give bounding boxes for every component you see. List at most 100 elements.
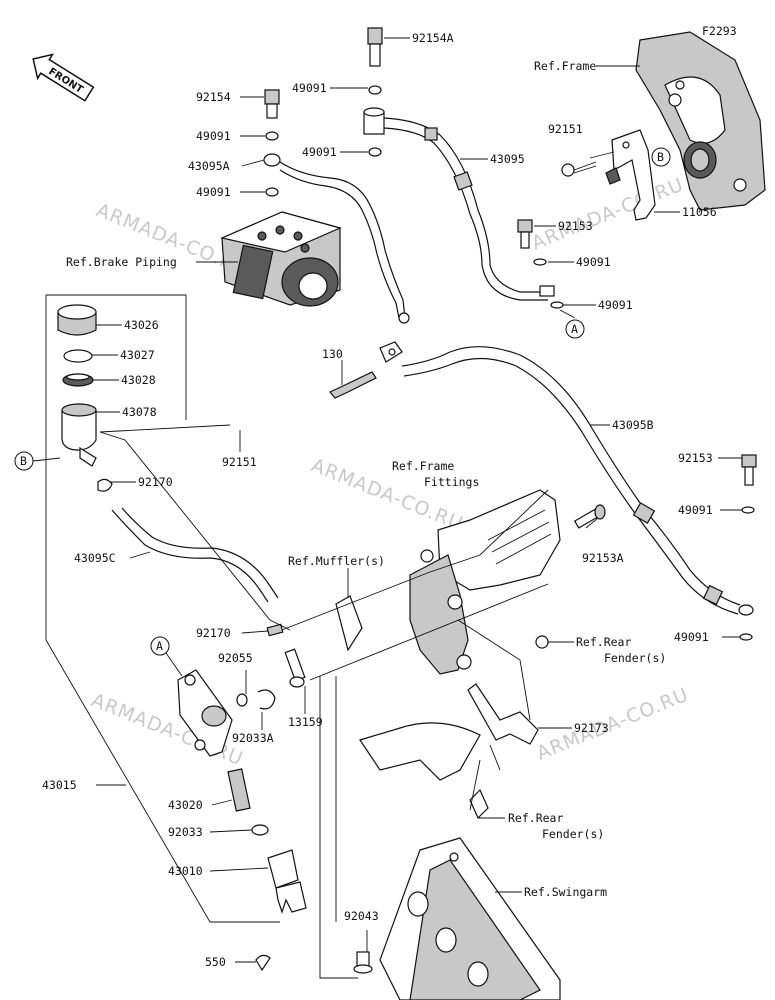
banjo-fitting-43095-top: [363, 107, 385, 135]
label-ref-rear-fender-1b: Fender(s): [604, 651, 666, 665]
label-49091-c: 49091: [196, 185, 231, 199]
label-130: 130: [322, 347, 343, 361]
diaphragm-plate-43027: [63, 349, 93, 363]
label-43027: 43027: [120, 348, 155, 362]
label-43020: 43020: [168, 798, 203, 812]
bolt-92154: [264, 89, 280, 119]
label-43010: 43010: [168, 864, 203, 878]
abs-unit: [220, 211, 342, 307]
label-49091-top: 49091: [292, 81, 327, 95]
hose-43095C: [111, 507, 279, 603]
callout-A-top: A: [565, 319, 585, 339]
label-ref-frame-fittings-1: Ref.Frame: [392, 459, 454, 473]
heel-guard-bracket: [409, 489, 561, 675]
diaphragm-43028: [62, 373, 94, 387]
label-ref-rear-fender-1a: Ref.Rear: [576, 635, 631, 649]
label-92170-b: 92170: [196, 626, 231, 640]
hose-end-43095B: [738, 604, 754, 616]
front-arrow-icon: FRONT: [32, 53, 95, 102]
label-13159: 13159: [288, 715, 323, 729]
label-43095A: 43095A: [188, 159, 230, 173]
label-43015: 43015: [42, 778, 77, 792]
label-ref-brake-piping: Ref.Brake Piping: [66, 255, 177, 269]
cap-43026: [57, 304, 97, 336]
label-92153A: 92153A: [582, 551, 624, 565]
label-49091-b: 49091: [302, 145, 337, 159]
label-92154A: 92154A: [412, 31, 454, 45]
watermark-2: ARMADA-CO.RU: [529, 174, 687, 255]
label-92170-a: 92170: [138, 475, 173, 489]
svg-text:B: B: [657, 150, 664, 164]
leader-lines: [45, 37, 742, 979]
label-43078: 43078: [122, 405, 157, 419]
label-92033: 92033: [168, 825, 203, 839]
svg-text:A: A: [571, 322, 578, 336]
push-rod-43020: [227, 768, 251, 812]
circlip-92033: [251, 824, 269, 836]
callout-A-left: A: [150, 636, 183, 677]
label-92151-top: 92151: [548, 122, 583, 136]
label-ref-swingarm: Ref.Swingarm: [524, 885, 607, 899]
joint-130: [329, 341, 403, 399]
label-92151-mid: 92151: [222, 455, 257, 469]
callout-B-top: B: [651, 147, 671, 167]
washer-49091-e: [550, 301, 564, 309]
washer-49091-d: [533, 258, 547, 266]
label-49091-f: 49091: [678, 503, 713, 517]
clamp-92170-a: [97, 478, 113, 492]
washer-49091-c: [265, 187, 279, 197]
o-ring-92055: [236, 693, 248, 707]
circlip-92033A: [257, 689, 276, 710]
label-43026: 43026: [124, 318, 159, 332]
swingarm: [379, 837, 561, 1000]
label-ref-frame-top: Ref.Frame: [534, 59, 596, 73]
label-49091-a: 49091: [196, 129, 231, 143]
bracket-11056: [605, 129, 656, 221]
bolt-92153A: [573, 504, 606, 529]
hose-43095: [383, 117, 548, 301]
label-92153-right: 92153: [678, 451, 713, 465]
washer-49091-f: [741, 506, 755, 514]
label-92173: 92173: [574, 721, 609, 735]
bolt-92151-top: [561, 161, 597, 177]
fitting-13159: [284, 648, 306, 688]
washer-49091-g: [739, 633, 753, 641]
bolt-92153-right: [741, 454, 757, 486]
label-ref-frame-fittings-2: Fittings: [424, 475, 479, 489]
watermark-5: ARMADA-CO.RU: [534, 684, 692, 765]
label-92033A: 92033A: [232, 731, 274, 745]
svg-text:B: B: [20, 454, 27, 468]
label-49091-e: 49091: [598, 298, 633, 312]
washer-49091-top: [368, 85, 382, 95]
cotter-pin-550: [255, 954, 271, 972]
label-92055: 92055: [218, 651, 253, 665]
bolt-92153-mid: [517, 219, 533, 249]
label-43095C: 43095C: [74, 551, 116, 565]
label-92154: 92154: [196, 90, 231, 104]
label-ref-muffler: Ref.Muffler(s): [288, 554, 385, 568]
frame-section-drawing: [635, 31, 766, 211]
part-labels: 92154A 49091 92154 49091 49091 43095A 49…: [42, 31, 717, 969]
label-ref-rear-fender-2a: Ref.Rear: [508, 811, 563, 825]
label-92153-mid: 92153: [558, 219, 593, 233]
label-49091-d: 49091: [576, 255, 611, 269]
pin-92043: [353, 951, 373, 974]
clevis-43010: [267, 849, 307, 914]
label-49091-g: 49091: [674, 630, 709, 644]
bolt-92154A: [367, 27, 383, 67]
banjo-43095A: [263, 153, 281, 167]
washer-49091-a: [265, 131, 279, 141]
callout-B-left: B: [14, 451, 61, 471]
reservoir-43078: [61, 403, 97, 467]
pipe-43095A: [279, 161, 410, 324]
label-43028: 43028: [121, 373, 156, 387]
rear-fender: [359, 722, 489, 820]
diagram-code: F2293: [702, 24, 737, 38]
label-43095B: 43095B: [612, 418, 654, 432]
label-11056: 11056: [682, 205, 717, 219]
label-43095: 43095: [490, 152, 525, 166]
master-cylinder-43015: [177, 669, 233, 757]
muffler-tab: [335, 595, 363, 652]
label-92043: 92043: [344, 909, 379, 923]
